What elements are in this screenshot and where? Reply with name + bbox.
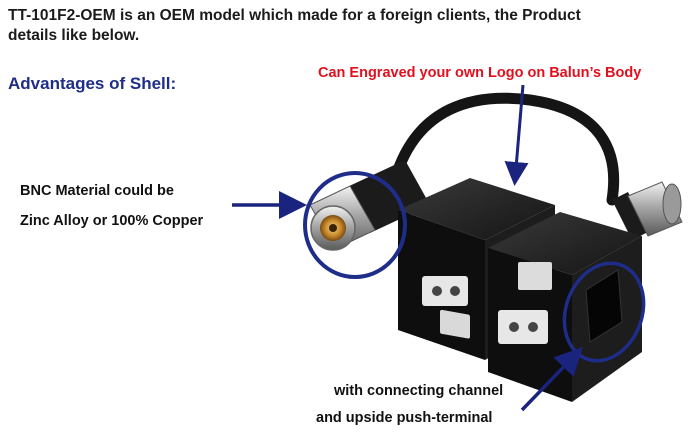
intro-paragraph: TT-101F2-OEM is an OEM model which made … <box>8 6 698 46</box>
logo-arrow <box>504 84 529 186</box>
intro-line-1: TT-101F2-OEM is an OEM model which made … <box>8 7 581 24</box>
channel-caption-line-2: and upside push-terminal <box>316 410 493 426</box>
intro-line-2: details like below. <box>8 27 140 44</box>
bnc-material-caption-line-1: BNC Material could be <box>20 183 174 199</box>
advantages-heading: Advantages of Shell: <box>8 74 177 93</box>
cable <box>392 92 620 206</box>
right-bnc-connector <box>612 181 683 240</box>
logo-engraving-caption: Can Engraved your own Logo on Balun’s Bo… <box>318 65 642 81</box>
right-balun-body: Logo <box>488 212 642 402</box>
bnc-highlight-circle <box>303 171 407 279</box>
bnc-material-caption-line-2: Zinc Alloy or 100% Copper <box>20 213 204 229</box>
channel-caption-line-1: with connecting channel <box>334 383 504 399</box>
channel-highlight-ellipse <box>562 261 646 363</box>
channel-arrow <box>520 346 583 412</box>
